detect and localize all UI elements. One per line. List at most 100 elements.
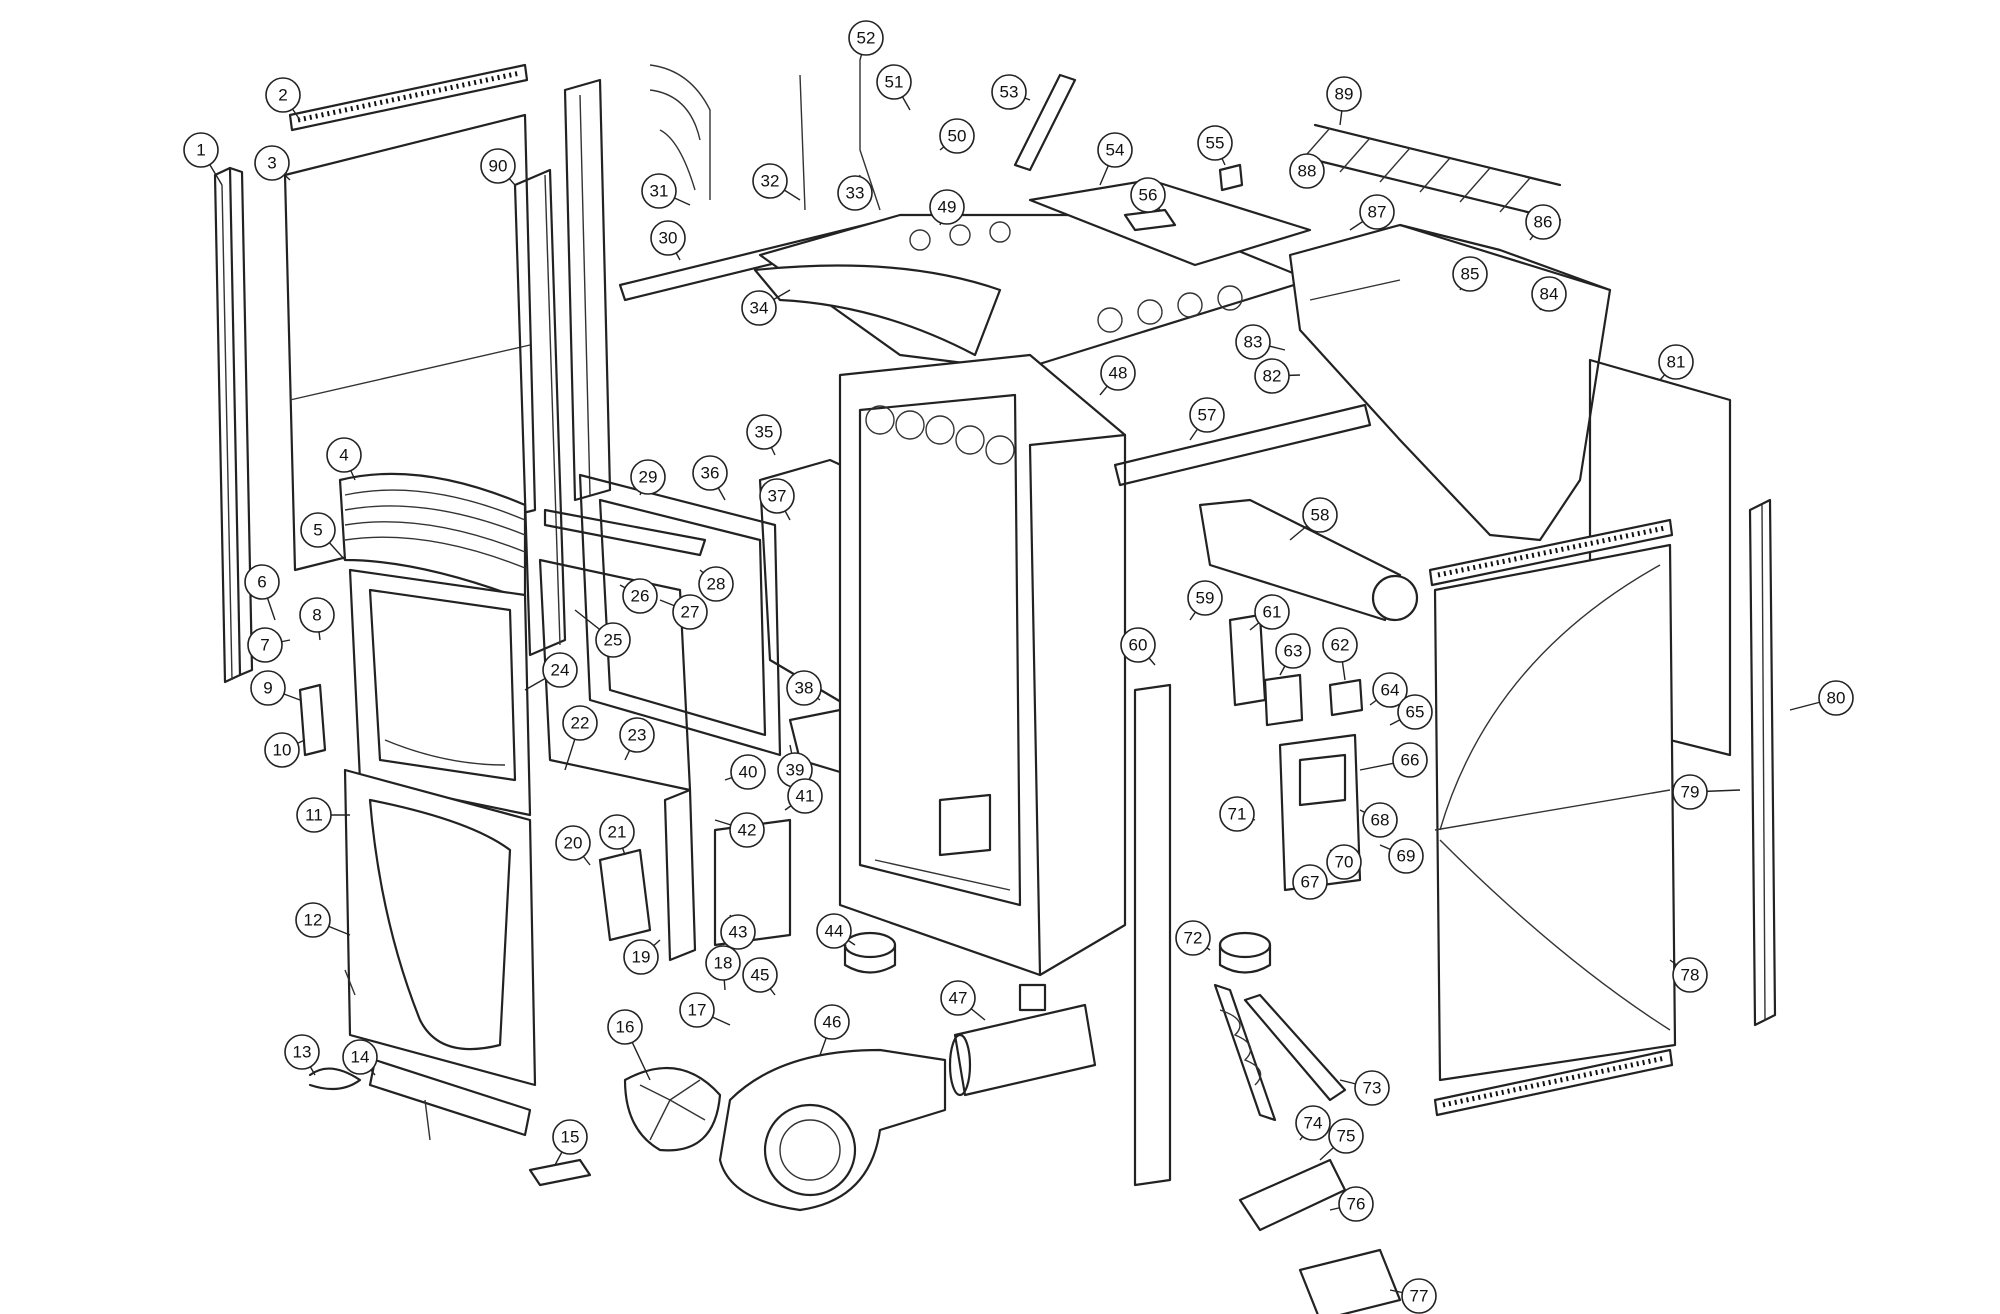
callout-circle [1189,397,1225,433]
callout-circle [1235,324,1271,360]
callout-38: 38 [786,670,822,706]
callout-circle [1531,276,1567,312]
callout-1: 1 [183,132,219,168]
callout-71: 71 [1219,796,1255,832]
main-body-48 [838,353,1127,977]
callout-60: 60 [1120,627,1156,663]
callout-label: 66 [1401,751,1420,770]
callout-label: 30 [659,229,678,248]
callout-circle [692,455,728,491]
callout-circle [296,797,332,833]
callout-label: 54 [1106,141,1125,160]
left-side-panel [283,113,537,572]
rod-53 [1013,73,1077,172]
callout-88: 88 [1289,153,1325,189]
callout-18: 18 [705,945,741,981]
callout-label: 31 [650,182,669,201]
callout-label: 32 [761,172,780,191]
callout-circle [480,148,516,184]
callout-label: 84 [1540,285,1559,304]
callout-label: 55 [1206,134,1225,153]
callout-25: 25 [595,622,631,658]
front-post-60 [1133,683,1172,1187]
callout-label: 18 [714,954,733,973]
callout-label: 12 [304,911,323,930]
callout-label: 59 [1196,589,1215,608]
callout-54: 54 [1097,132,1133,168]
callout-label: 58 [1311,506,1330,525]
callout-50: 50 [939,118,975,154]
callout-label: 48 [1109,364,1128,383]
callout-circle [1372,672,1408,708]
callout-circle [622,578,658,614]
callout-circle [787,778,823,814]
callout-label: 61 [1263,603,1282,622]
callout-58: 58 [1302,497,1338,533]
callout-label: 41 [796,787,815,806]
plate-43 [713,818,792,947]
callout-4: 4 [326,437,362,473]
callout-label: 13 [293,1043,312,1062]
callout-circle [254,145,290,181]
top-grille-4 [338,472,527,602]
callout-label: 17 [688,1001,707,1020]
callout-label: 8 [312,606,321,625]
callout-label: 36 [701,464,720,483]
callout-47: 47 [940,980,976,1016]
callout-circle [848,20,884,56]
callout-79: 79 [1672,774,1708,810]
left-side-rail [213,166,254,684]
callout-circle [1175,920,1211,956]
callout-circle [929,189,965,225]
callout-label: 44 [825,922,844,941]
callout-label: 7 [260,636,269,655]
callout-75: 75 [1328,1118,1364,1154]
callout-label: 80 [1827,689,1846,708]
callout-circle [650,220,686,256]
right-side-rail [1748,498,1777,1027]
callout-label: 24 [551,661,570,680]
callout-circle [746,414,782,450]
bracket-55 [1218,163,1244,192]
callout-circle [1187,580,1223,616]
callout-circle [1197,125,1233,161]
callout-28: 28 [698,566,734,602]
callout-label: 52 [857,29,876,48]
callout-43: 43 [720,914,756,950]
callout-82: 82 [1254,358,1290,394]
callout-label: 26 [631,587,650,606]
callout-label: 86 [1534,213,1553,232]
callout-label: 14 [351,1048,370,1067]
callout-circle [816,913,852,949]
callout-circle [1120,627,1156,663]
callout-circle [759,478,795,514]
callout-24: 24 [542,652,578,688]
callout-8: 8 [299,597,335,633]
callout-3: 3 [254,145,290,181]
callout-62: 62 [1322,627,1358,663]
right-bottom-grill [1433,1048,1674,1117]
callout-circle [1295,1105,1331,1141]
callout-label: 49 [938,198,957,217]
callout-label: 73 [1363,1079,1382,1098]
callout-22: 22 [562,705,598,741]
callout-10: 10 [264,732,300,768]
callout-circle [1100,355,1136,391]
callout-circle [1275,633,1311,669]
callout-circle [720,914,756,950]
callout-label: 63 [1284,642,1303,661]
callout-17: 17 [679,992,715,1028]
callout-label: 67 [1301,873,1320,892]
callout-15: 15 [552,1119,588,1155]
auger-73 [1213,983,1347,1122]
callout-circle [1289,153,1325,189]
callout-label: 35 [755,423,774,442]
callout-63: 63 [1275,633,1311,669]
callout-label: 29 [639,468,658,487]
callout-circle [299,597,335,633]
bracket-19 [663,788,697,962]
callout-circle [244,564,280,600]
callout-label: 39 [786,761,805,780]
callout-label: 9 [263,679,272,698]
